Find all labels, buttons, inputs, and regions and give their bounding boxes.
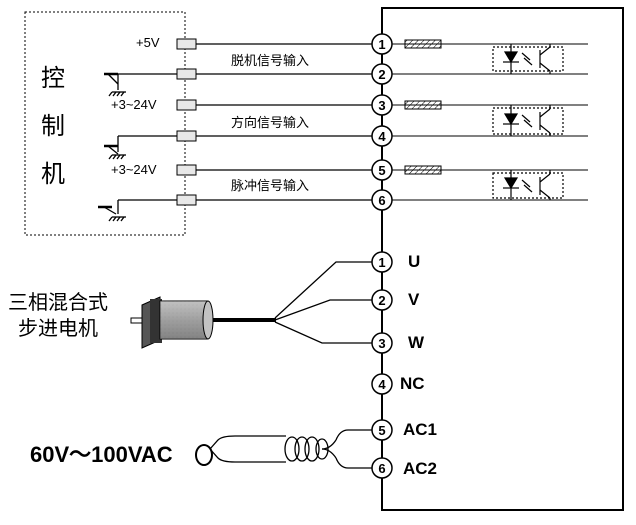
pin-number: 3 xyxy=(378,336,386,351)
signal-label-enable: 脱机信号输入 xyxy=(231,54,310,69)
pin-number: 2 xyxy=(378,67,386,82)
terminal-label-ac1: AC1 xyxy=(403,420,438,439)
motor-label-line-1: 三相混合式 xyxy=(8,290,108,314)
motor-label-line-2: 步进电机 xyxy=(18,316,98,340)
signal-label-pulse: 脉冲信号输入 xyxy=(231,179,310,194)
motor-wires xyxy=(212,261,372,344)
stepper-motor xyxy=(130,296,214,349)
pin-number: 5 xyxy=(378,423,386,438)
optocoupler-2 xyxy=(492,105,564,136)
pin-number: 6 xyxy=(378,461,386,476)
signal-terminal-circles xyxy=(371,33,393,211)
power-terminal-circles xyxy=(371,251,393,479)
ac-wires xyxy=(195,429,372,469)
resistors xyxy=(404,39,442,175)
voltage-label-1: +5V xyxy=(136,35,160,50)
pin-number: 4 xyxy=(378,129,386,144)
terminal-label-ac2: AC2 xyxy=(403,459,438,478)
optocouplers xyxy=(492,44,564,200)
pin-number: 2 xyxy=(378,293,386,308)
controller-box xyxy=(24,11,186,236)
pin-number: 5 xyxy=(378,163,386,178)
controller-label-char-2: 制 xyxy=(41,112,65,140)
terminal-label-u: U xyxy=(408,252,421,271)
optocoupler-1 xyxy=(492,44,564,74)
controller-terminals xyxy=(176,38,197,206)
signal-label-direction: 方向信号输入 xyxy=(231,116,310,131)
power-supply-label: 60V～100VAC xyxy=(30,442,173,467)
terminal-label-w: W xyxy=(408,333,425,352)
voltage-label-3: +3~24V xyxy=(111,162,157,177)
driver-box xyxy=(381,7,624,511)
terminal-label-nc: NC xyxy=(400,374,425,393)
terminal-label-v: V xyxy=(408,290,420,309)
pin-number: 1 xyxy=(378,255,386,270)
signal-wires xyxy=(196,43,372,201)
optocoupler-3 xyxy=(492,170,564,200)
controller-label-char-1: 控 xyxy=(41,64,65,92)
controller-label-char-3: 机 xyxy=(41,160,65,188)
pin-number: 1 xyxy=(378,37,386,52)
ground-symbols xyxy=(98,72,177,222)
voltage-label-2: +3~24V xyxy=(111,97,157,112)
pin-number: 4 xyxy=(378,377,386,392)
pin-number: 3 xyxy=(378,98,386,113)
pin-number: 6 xyxy=(378,193,386,208)
